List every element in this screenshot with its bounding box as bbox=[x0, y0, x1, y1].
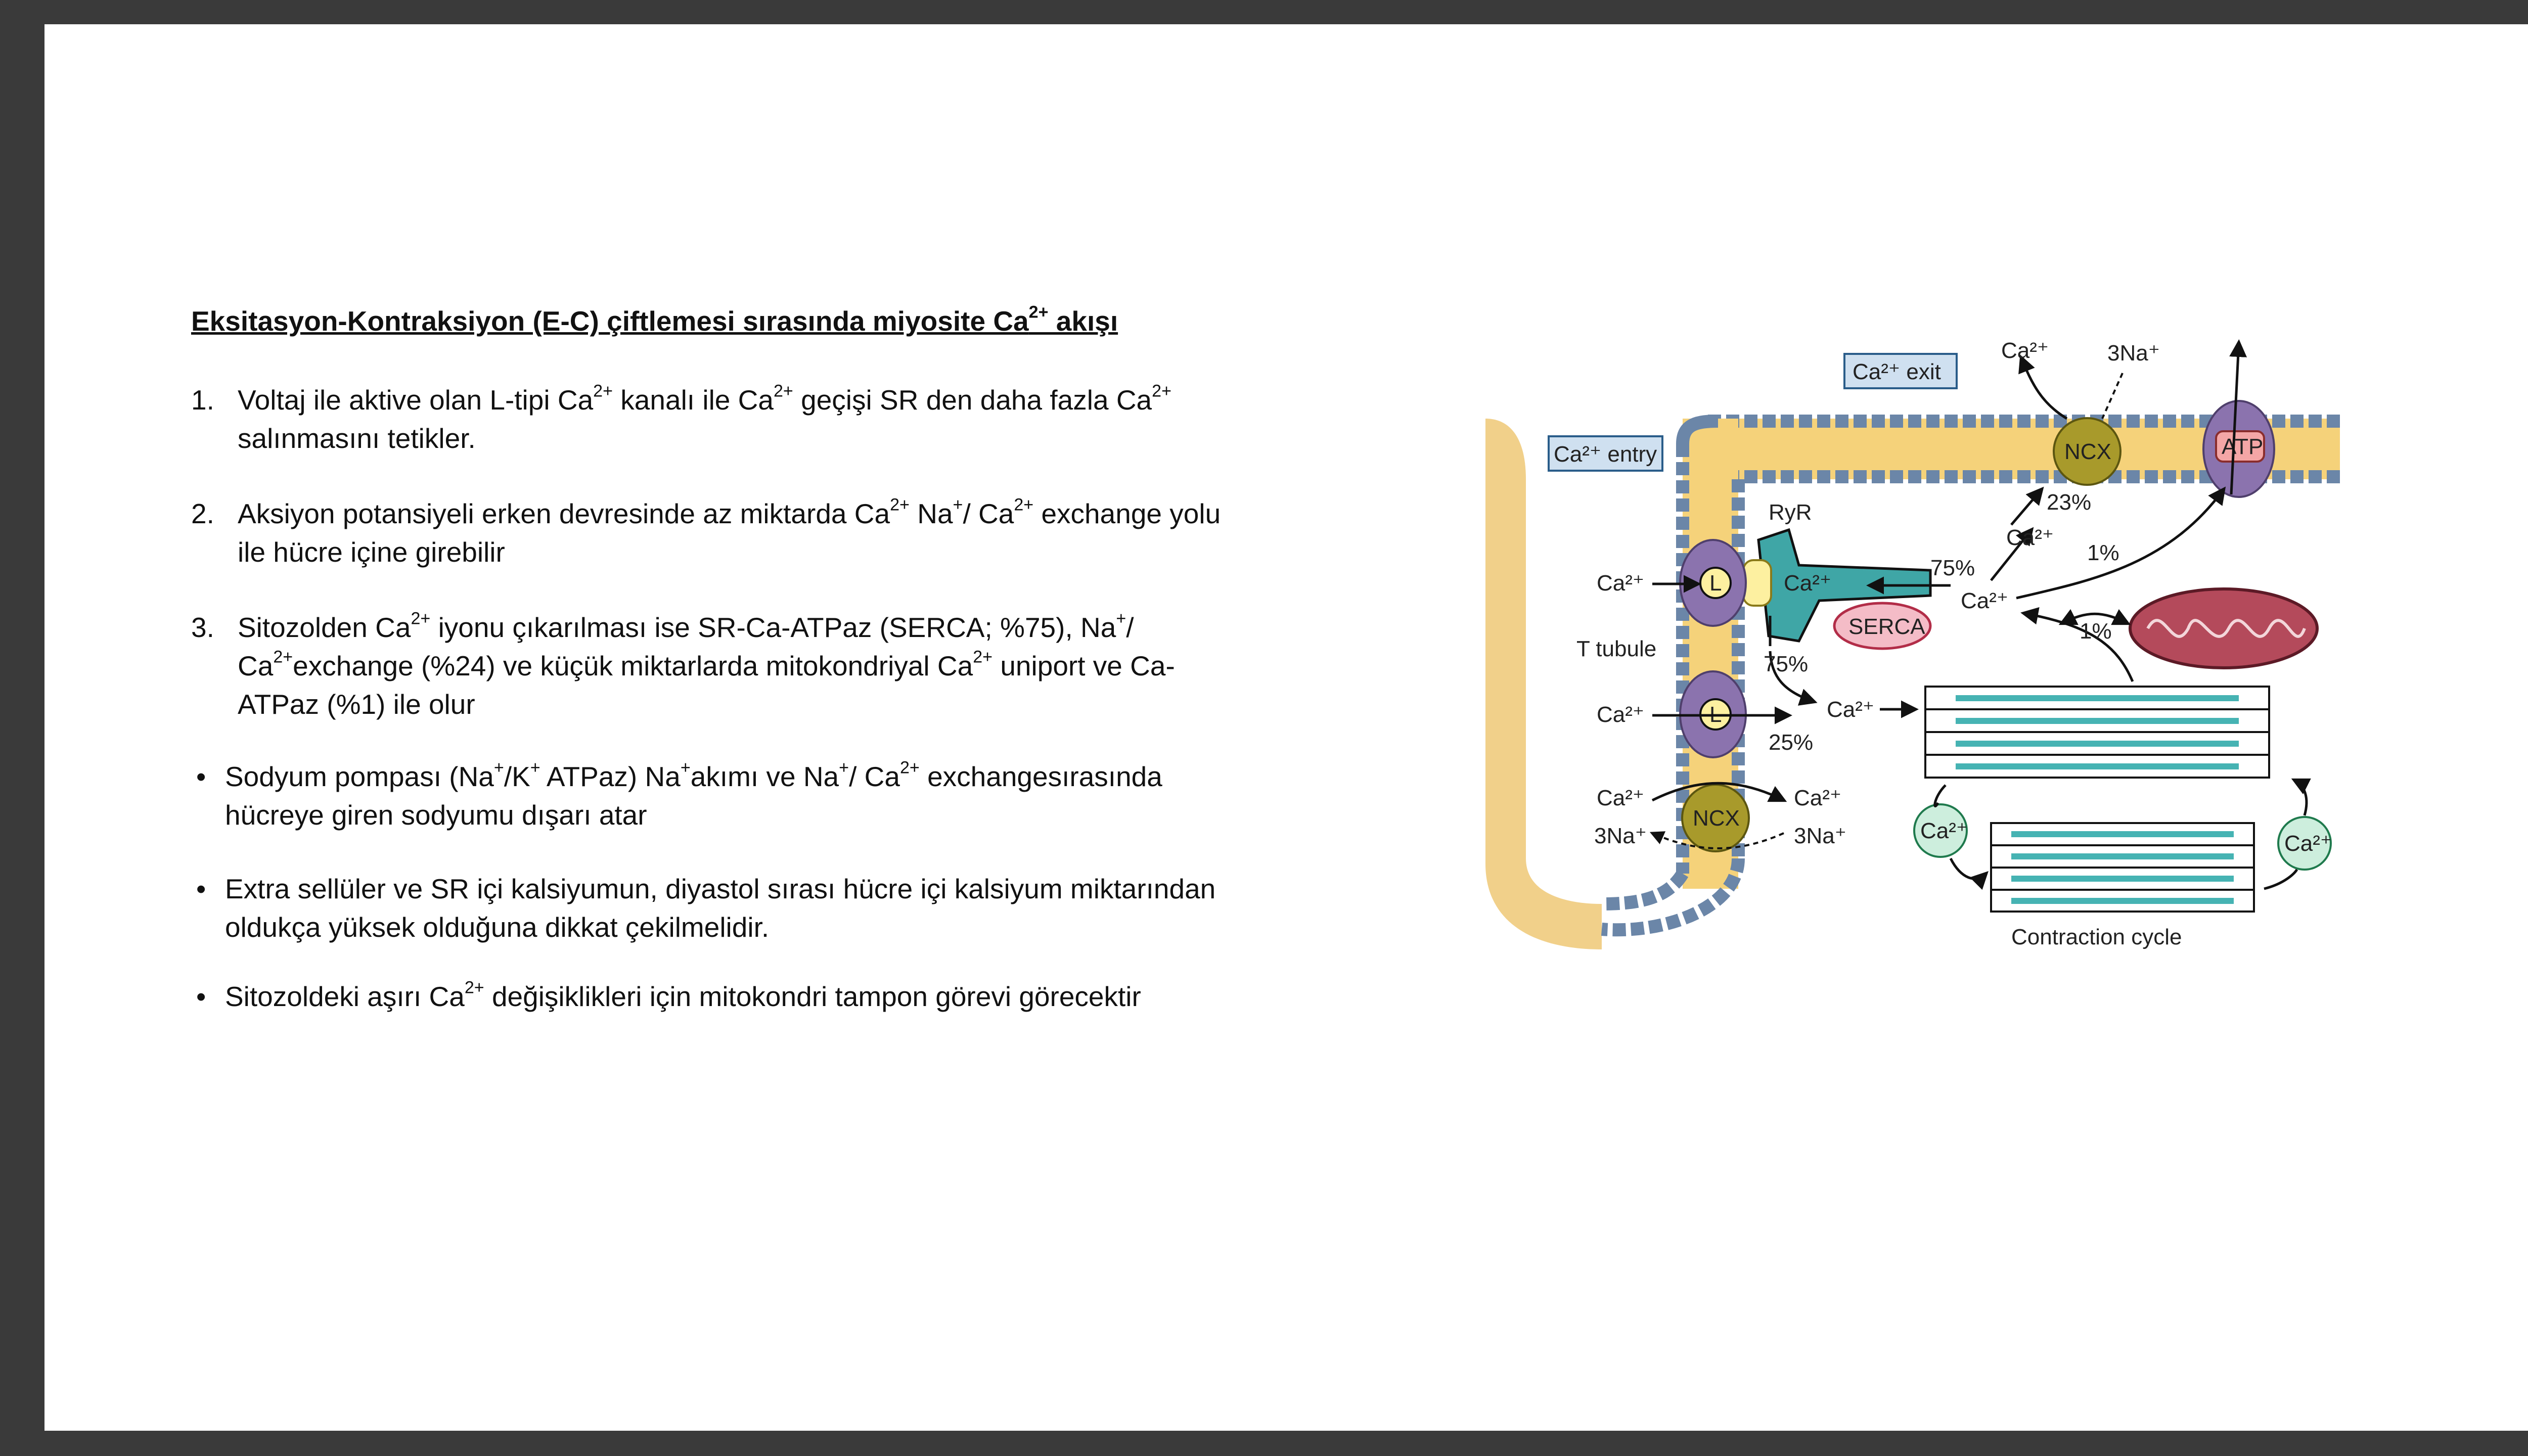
list-item-3: Sitozolden Ca2+ iyonu çıkarılması ise SR… bbox=[238, 608, 1175, 723]
ncx-exchanger-top bbox=[2053, 417, 2121, 486]
ca-sr: Ca²⁺ bbox=[1784, 571, 1831, 596]
pct-1-mito: 1% bbox=[2080, 619, 2112, 644]
slide: Eksitasyon-Kontraksiyon (E-C) çiftlemesi… bbox=[44, 24, 2528, 1431]
ca-exit-box bbox=[1843, 353, 1958, 389]
ca-entry-top: Ca²⁺ bbox=[1597, 571, 1644, 596]
ca-entry-bottom: Ca²⁺ bbox=[1597, 702, 1644, 727]
list-marker: • bbox=[196, 981, 206, 1012]
text-line: Sodyum pompası (Na+/K+ ATPaz) Na+akımı v… bbox=[225, 758, 1162, 792]
ncx-label-bottom: NCX bbox=[1693, 806, 1740, 831]
calcium-flow-diagram: Ca²⁺ exit Ca²⁺ entry NCX Ca²⁺ 3Na⁺ ATP C… bbox=[1485, 338, 2340, 949]
text-line: hücreye giren sodyumu dışarı atar bbox=[225, 799, 647, 831]
text-line: ile hücre içine girebilir bbox=[238, 536, 505, 568]
text-line: ATPaz (%1) ile olur bbox=[238, 689, 475, 720]
bullet-item-3: Sitozoldeki aşırı Ca2+ değişiklikleri iç… bbox=[225, 977, 1141, 1016]
myofilament-top bbox=[1924, 686, 2270, 779]
pct-75-bottom: 75% bbox=[1764, 652, 1808, 676]
ncx-exchanger-bottom bbox=[1681, 784, 1750, 852]
list-marker: 2. bbox=[191, 498, 214, 529]
text-line: Extra sellüler ve SR içi kalsiyumun, diy… bbox=[225, 873, 1216, 904]
contraction-cycle-label: Contraction cycle bbox=[2011, 925, 2182, 949]
ca-bubble-right bbox=[2277, 816, 2332, 871]
text-line: Aksiyon potansiyeli erken devresinde az … bbox=[238, 495, 1221, 529]
pct-23: 23% bbox=[2047, 490, 2091, 515]
ca-ncx-right: Ca²⁺ bbox=[1794, 786, 1841, 810]
bullet-item-1: Sodyum pompası (Na+/K+ ATPaz) Na+akımı v… bbox=[225, 757, 1162, 834]
ca-exit-ion: Ca²⁺ bbox=[2001, 338, 2049, 363]
slide-title: Eksitasyon-Kontraksiyon (E-C) çiftlemesi… bbox=[191, 302, 1118, 337]
svg-text:Ca²⁺: Ca²⁺ bbox=[2284, 831, 2332, 856]
text-line: oldukça yüksek olduğuna dikkat çekilmeli… bbox=[225, 912, 770, 943]
svg-text:L: L bbox=[1709, 571, 1722, 596]
extracellular-tubule-shape bbox=[1485, 419, 1602, 949]
na-ion-top: 3Na⁺ bbox=[2107, 341, 2160, 366]
text-line: Ca2+exchange (%24) ve küçük miktarlarda … bbox=[238, 647, 1175, 681]
ca-bubble-left bbox=[1913, 803, 1968, 858]
bullet-item-2: Extra sellüler ve SR içi kalsiyumun, diy… bbox=[225, 870, 1215, 946]
list-item-2: Aksiyon potansiyeli erken devresinde az … bbox=[238, 494, 1221, 571]
myofilament-bottom bbox=[1990, 822, 2255, 913]
t-tubule-label: T tubule bbox=[1576, 636, 1656, 661]
serca-label: SERCA bbox=[1848, 614, 1925, 639]
ryr-label: RyR bbox=[1769, 500, 1812, 525]
ca-exit-label: Ca²⁺ exit bbox=[1853, 359, 1941, 384]
sr-cisterna bbox=[1757, 528, 1932, 643]
membrane-dots-top bbox=[1708, 415, 2340, 483]
pct-1-top: 1% bbox=[2087, 540, 2119, 565]
ca-entry-box bbox=[1548, 435, 1663, 472]
mitochondrion bbox=[2129, 587, 2319, 669]
list-marker: 3. bbox=[191, 612, 214, 643]
pct-25: 25% bbox=[1769, 730, 1813, 755]
ca-to-ncx: Ca²⁺ bbox=[2006, 525, 2054, 550]
ca-myofilament: Ca²⁺ bbox=[1827, 697, 1874, 722]
text-line: Voltaj ile aktive olan L-tipi Ca2+ kanal… bbox=[238, 381, 1172, 416]
atp-label: ATP bbox=[2222, 434, 2263, 459]
list-marker: • bbox=[196, 873, 206, 904]
pct-75-top: 75% bbox=[1930, 556, 1975, 580]
list-marker: 1. bbox=[191, 384, 214, 416]
ca-cytosol: Ca²⁺ bbox=[1961, 588, 2008, 613]
svg-text:Ca²⁺: Ca²⁺ bbox=[1920, 818, 1968, 843]
na-ncx-left: 3Na⁺ bbox=[1594, 824, 1647, 848]
na-ncx-right: 3Na⁺ bbox=[1794, 824, 1846, 848]
ca-ncx-left: Ca²⁺ bbox=[1597, 786, 1644, 810]
l-channel-top: L bbox=[1679, 539, 1747, 627]
text-line: Sitozoldeki aşırı Ca2+ değişiklikleri iç… bbox=[225, 978, 1141, 1012]
list-marker: • bbox=[196, 761, 206, 792]
ca-entry-label: Ca²⁺ entry bbox=[1554, 442, 1657, 467]
text-line: salınmasını tetikler. bbox=[238, 423, 476, 454]
text-line: Sitozolden Ca2+ iyonu çıkarılması ise SR… bbox=[238, 609, 1134, 643]
serca-pump bbox=[1833, 602, 1932, 650]
list-item-1: Voltaj ile aktive olan L-tipi Ca2+ kanal… bbox=[238, 381, 1171, 458]
ncx-label-top: NCX bbox=[2064, 439, 2111, 464]
atp-pump: ATP bbox=[2202, 400, 2275, 498]
ryr-channel bbox=[1742, 559, 1772, 607]
